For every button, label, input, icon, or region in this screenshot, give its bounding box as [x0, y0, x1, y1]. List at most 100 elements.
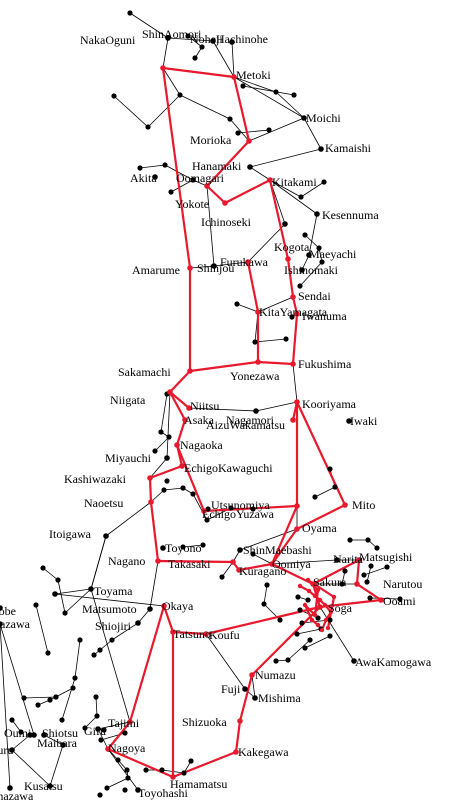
station-fuji-marker[interactable]	[242, 686, 248, 692]
station-toyohashi-marker[interactable]	[135, 787, 141, 793]
station-shiotsu-marker[interactable]	[41, 732, 47, 738]
station-kuragano-marker[interactable]	[236, 567, 242, 573]
track-segment	[221, 561, 234, 578]
station-furukawa-marker[interactable]	[245, 259, 251, 265]
station-kizuru-label: Kizuru	[0, 743, 13, 757]
station-fukushima-marker[interactable]	[290, 361, 296, 367]
station-oomagari-marker[interactable]	[204, 183, 210, 189]
junction-marker	[342, 568, 348, 574]
track-segment	[314, 486, 336, 498]
station-shizuoka-marker[interactable]	[237, 718, 243, 724]
station-niitsu-marker[interactable]	[186, 405, 192, 411]
station-kanazawa-marker[interactable]	[0, 621, 3, 627]
station-nagoya-marker[interactable]	[105, 746, 111, 752]
station-kakegawa-marker[interactable]	[233, 749, 239, 755]
station-shinjou-marker[interactable]	[211, 263, 217, 269]
station-mito-marker[interactable]	[342, 502, 348, 508]
station-narutou-marker[interactable]	[354, 581, 360, 587]
station-itoigawa-marker[interactable]	[103, 533, 109, 539]
station-ishinomaki-marker[interactable]	[299, 267, 305, 273]
station-yokote-marker[interactable]	[222, 200, 228, 206]
station-kashiwazaki-marker[interactable]	[147, 475, 153, 481]
station-iwanuma-marker[interactable]	[294, 311, 300, 317]
station-maibara-marker[interactable]	[60, 742, 66, 748]
route-marker	[306, 588, 312, 594]
station-echigo-yuzawa-marker[interactable]	[201, 508, 207, 514]
station-ooami-label: Ooami	[383, 594, 416, 608]
station-naoetsu-marker[interactable]	[148, 499, 154, 505]
station-koufu-marker[interactable]	[203, 631, 209, 637]
station-naka-oguni-marker[interactable]	[160, 65, 166, 71]
station-amarume-marker[interactable]	[187, 265, 193, 271]
track-segment	[154, 436, 170, 452]
station-kooriyama-marker[interactable]	[294, 399, 300, 405]
station-narita-marker[interactable]	[334, 557, 340, 563]
station-oomiya-marker[interactable]	[269, 561, 275, 567]
junction-marker	[367, 595, 373, 601]
station-gifu-marker[interactable]	[95, 726, 101, 732]
station-akita-marker[interactable]	[152, 174, 158, 180]
station-moichi-marker[interactable]	[301, 115, 307, 121]
station-niigata-marker[interactable]	[167, 389, 173, 395]
station-kamaishi-marker[interactable]	[318, 146, 324, 152]
route-naka-oguni-metoki	[161, 66, 236, 79]
station-yonezawa-marker[interactable]	[255, 359, 261, 365]
station-tsuruga-marker[interactable]	[31, 732, 37, 738]
station-takasaki-marker[interactable]	[230, 559, 236, 565]
station-mishima-marker[interactable]	[252, 695, 258, 701]
station-miyauchi-marker[interactable]	[164, 455, 170, 461]
station-noheji-marker[interactable]	[210, 38, 216, 44]
station-kurobe-marker[interactable]	[52, 591, 58, 597]
station-hamamatsu-marker[interactable]	[170, 774, 176, 780]
station-sendai-marker[interactable]	[290, 294, 296, 300]
station-okaya-marker[interactable]	[161, 603, 167, 609]
station-nagaoka-marker[interactable]	[174, 442, 180, 448]
track-nagano-matsumoto	[149, 560, 159, 610]
station-sakura-marker[interactable]	[310, 581, 316, 587]
station-metoki-marker[interactable]	[231, 74, 237, 80]
station-ichinoseki-marker[interactable]	[282, 221, 288, 227]
station-toyono-marker[interactable]	[160, 545, 166, 551]
station-oumi-marker[interactable]	[27, 732, 33, 738]
station-kizuru-marker[interactable]	[9, 747, 15, 753]
station-nagamori-marker[interactable]	[253, 408, 259, 414]
station-morioka-marker[interactable]	[246, 138, 252, 144]
station-shiojiri-marker[interactable]	[135, 620, 141, 626]
station-matsumoto-marker[interactable]	[147, 606, 153, 612]
station-numazu-marker[interactable]	[249, 672, 255, 678]
station-toyama-marker[interactable]	[88, 586, 94, 592]
station-oyama-marker[interactable]	[294, 526, 300, 532]
station-iwaki-marker[interactable]	[346, 418, 352, 424]
station-kitakami-marker[interactable]	[267, 177, 273, 183]
station-aizu-wakamatsu-marker[interactable]	[290, 417, 296, 423]
route-okaya-tajimi	[128, 604, 166, 724]
station-tajimi-marker[interactable]	[127, 719, 133, 725]
station-ooami-marker[interactable]	[378, 597, 384, 603]
track-morioka-moichi	[248, 117, 305, 142]
track-segment	[182, 544, 204, 548]
station-sakamachi-marker[interactable]	[187, 368, 193, 374]
station-sakura-label: Sakura	[313, 575, 347, 589]
station-hanamaki-marker[interactable]	[247, 164, 253, 170]
track-segment	[90, 535, 107, 590]
station-kesennuma-marker[interactable]	[314, 211, 320, 217]
station-shin-maebashi-marker[interactable]	[237, 547, 243, 553]
station-kita-yamagata-marker[interactable]	[255, 309, 261, 315]
station-narutou-label: Narutou	[383, 577, 422, 591]
station-fukui-marker[interactable]	[0, 605, 3, 611]
station-kusatsu-marker[interactable]	[47, 783, 53, 789]
station-kogota-marker[interactable]	[285, 256, 291, 262]
station-soga-marker[interactable]	[317, 604, 323, 610]
station-tatsuno-marker[interactable]	[170, 629, 176, 635]
station-shin-aomori-marker[interactable]	[165, 35, 171, 41]
station-matsugishi-marker[interactable]	[356, 557, 362, 563]
station-echigo-kawaguchi-marker[interactable]	[179, 463, 185, 469]
station-tajimi-label: Tajimi	[108, 716, 140, 730]
station-asaka-marker[interactable]	[182, 417, 188, 423]
station-awa-kamogawa-marker[interactable]	[351, 658, 357, 664]
station-utsunomiya-marker[interactable]	[294, 503, 300, 509]
station-nagano-marker[interactable]	[155, 558, 161, 564]
station-nishikanazawa-marker[interactable]	[7, 785, 13, 791]
station-maeyachi-marker[interactable]	[306, 252, 312, 258]
station-hachinohe-marker[interactable]	[229, 39, 235, 45]
